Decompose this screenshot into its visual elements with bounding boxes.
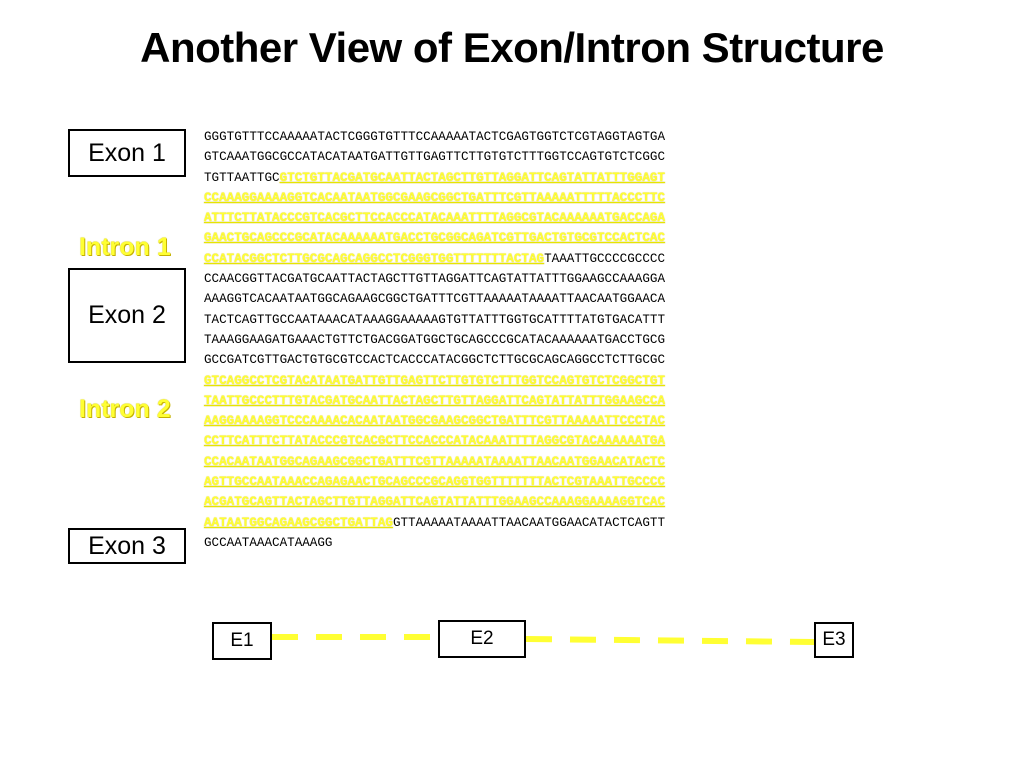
exon-3-label: Exon 3 [68,528,186,564]
exon-segment: GTTAAAAATAAAATTAACAATGGAACATACTCAGTT [392,515,666,530]
intron-segment: TAATTGCCCTTTGTACGATGCAATTACTAGCTTGTTAGGA… [204,393,666,408]
sequence-line: TAATTGCCCTTTGTACGATGCAATTACTAGCTTGTTAGGA… [204,391,665,411]
sequence-line: GTCAGGCCTCGTACATAATGATTGTTGAGTTCTTGTGTCT… [204,371,665,391]
intron-segment: ATTTCTTATACCCGTCACGCTTCCACCCATACAAATTTTA… [204,211,666,226]
exon-segment: GGGTGTTTCCAAAAATACTCGGGTGTTTCCAAAAATACTC… [204,130,666,144]
intron-segment: GTCAGGCCTCGTACATAATGATTGTTGAGTTCTTGTGTCT… [204,373,666,388]
intron-1-label: Intron 1 [79,233,171,261]
intron-2-dash-line [525,636,815,645]
intron-segment: GAACTGCAGCCCGCATACAAAAAATGACCTGCGGCAGATC… [204,231,666,246]
sequence-line: ATTTCTTATACCCGTCACGCTTCCACCCATACAAATTTTA… [204,208,665,228]
sequence-line: TGTTAATTGCGTCTGTTACGATGCAATTACTAGCTTGTTA… [204,168,665,188]
slide-title: Another View of Exon/Intron Structure [140,24,884,71]
intron-segment: AAGGAAAAGGTCCCAAAACACAATAATGGCGAAGCGGCTG… [204,414,666,429]
exon-3-text: Exon 3 [88,531,166,560]
exon-1-label: Exon 1 [68,129,186,177]
sequence-line: TACTCAGTTGCCAATAAACATAAAGGAAAAAGTGTTATTT… [204,310,665,330]
exon-segment: AAAGGTCACAATAATGGCAGAAGCGGCTGATTTCGTTAAA… [204,292,666,307]
sequence-line: AAAGGTCACAATAATGGCAGAAGCGGCTGATTTCGTTAAA… [204,289,665,309]
sequence-line: AGTTGCCAATAAACCAGAGAACTGCAGCCCGCAGGTGGTT… [204,472,665,492]
sequence-line: GCCAATAAACATAAAGG [204,533,665,553]
intron-segment: GTCTGTTACGATGCAATTACTAGCTTGTTAGGATTCAGTA… [279,170,666,185]
sequence-line: GCCGATCGTTGACTGTGCGTCCACTCACCCATACGGCTCT… [204,350,665,370]
schematic-e1-text: E1 [230,630,254,651]
sequence-line: CCTTCATTTCTTATACCCGTCACGCTTCCACCCATACAAA… [204,431,665,451]
sequence-line: CCAACGGTTACGATGCAATTACTAGCTTGTTAGGATTCAG… [204,269,665,289]
exon-segment: CCAACGGTTACGATGCAATTACTAGCTTGTTAGGATTCAG… [204,272,666,287]
sequence-line: AAGGAAAAGGTCCCAAAACACAATAATGGCGAAGCGGCTG… [204,411,665,431]
intron-segment: CCAAAGGAAAAGGTCACAATAATGGCGAAGCGGCTGATTT… [204,190,666,205]
sequence-line: GAACTGCAGCCCGCATACAAAAAATGACCTGCGGCAGATC… [204,228,665,248]
schematic-e3-text: E3 [822,629,846,650]
sequence-line: GTCAAATGGCGCCATACATAATGATTGTTGAGTTCTTGTG… [204,147,665,167]
exon-segment: GTCAAATGGCGCCATACATAATGATTGTTGAGTTCTTGTG… [204,150,666,165]
exon-2-text: Exon 2 [88,301,166,329]
intron-segment: ACGATGCAGTTACTAGCTTGTTAGGATTCAGTATTATTTG… [204,495,666,510]
intron-segment: CCATACGGCTCTTGCGCAGCAGGCCTCGGGTGGTTTTTTT… [204,251,545,266]
sequence-line: CCATACGGCTCTTGCGCAGCAGGCCTCGGGTGGTTTTTTT… [204,249,665,269]
sequence-line: AATAATGGCAGAAGCGGCTGATTAGGTTAAAAATAAAATT… [204,513,665,533]
exon-2-label: Exon 2 [68,268,186,363]
exon-segment: GCCAATAAACATAAAGG [204,535,333,550]
exon-segment: GCCGATCGTTGACTGTGCGTCCACTCACCCATACGGCTCT… [204,353,666,368]
exon-segment: TGTTAATTGC [204,170,280,185]
sequence-line: GGGTGTTTCCAAAAATACTCGGGTGTTTCCAAAAATACTC… [204,127,665,147]
intron-segment: AGTTGCCAATAAACCAGAGAACTGCAGCCCGCAGGTGGTT… [204,475,666,490]
intron-segment: AATAATGGCAGAAGCGGCTGATTAG [204,515,393,530]
sequence-line: CCAAAGGAAAAGGTCACAATAATGGCGAAGCGGCTGATTT… [204,188,665,208]
schematic-e2-box: E2 [438,620,526,658]
sequence-line: CCACAATAATGGCAGAAGCGGCTGATTTCGTTAAAAATAA… [204,452,665,472]
exon-segment: TAAAGGAAGATGAAACTGTTCTGACGGATGGCTGCAGCCC… [204,332,666,347]
intron-segment: CCACAATAATGGCAGAAGCGGCTGATTTCGTTAAAAATAA… [204,454,666,469]
intron-2-label: Intron 2 [79,395,171,423]
schematic-e2-text: E2 [470,628,494,649]
exon-segment: TAAATTGCCCCGCCCC [544,251,666,266]
dna-sequence: GGGTGTTTCCAAAAATACTCGGGTGTTTCCAAAAATACTC… [204,127,665,553]
intron-segment: CCTTCATTTCTTATACCCGTCACGCTTCCACCCATACAAA… [204,434,666,449]
schematic-e1-box: E1 [212,622,272,660]
schematic-e3-box: E3 [814,622,854,658]
sequence-line: TAAAGGAAGATGAAACTGTTCTGACGGATGGCTGCAGCCC… [204,330,665,350]
exon-segment: TACTCAGTTGCCAATAAACATAAAGGAAAAAGTGTTATTT… [204,312,666,327]
exon-1-text: Exon 1 [88,138,166,167]
sequence-line: ACGATGCAGTTACTAGCTTGTTAGGATTCAGTATTATTTG… [204,492,665,512]
